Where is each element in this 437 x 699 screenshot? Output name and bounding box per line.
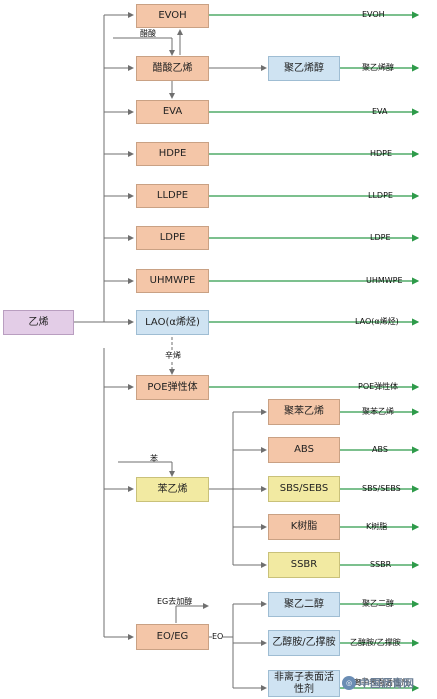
lldpe-node: LLDPE [136,184,209,208]
output-polystyrene: 聚苯乙烯 [362,407,394,416]
watermark-logo-icon: ◎ [342,676,356,690]
vinyl-acetate-node: 醋酸乙烯 [136,56,209,81]
output-lldpe: LLDPE [368,191,393,200]
surfactant-node: 非离子表面活性剂 [268,670,340,697]
eva-node: EVA [136,100,209,124]
hdpe-node: HDPE [136,142,209,166]
octene-label: 辛烯 [165,351,181,361]
output-uhmwpe: UHMWPE [366,276,403,285]
output-sbs: SBS/SEBS [362,484,401,493]
ldpe-node: LDPE [136,226,209,250]
poe-node: POE弹性体 [136,375,209,400]
styrene-node: 苯乙烯 [136,477,209,502]
output-ldpe: LDPE [370,233,391,242]
evoh-node: EVOH [136,4,209,28]
benzene-label: 苯 [150,454,158,463]
output-k-resin: K树脂 [366,522,388,531]
output-eva: EVA [372,107,388,116]
output-poe: POE弹性体 [358,382,399,391]
abs-node: ABS [268,437,340,463]
output-abs: ABS [372,445,388,454]
polystyrene-node: 聚苯乙烯 [268,399,340,425]
output-pva: 聚乙烯醇 [362,63,394,72]
eo-label: EO [212,632,224,642]
eg-dispatch-label: EG去加醇 [157,597,193,606]
acetic-acid-label: 醋酸 [140,29,156,38]
pva-node: 聚乙烯醇 [268,56,340,81]
output-evoh: EVOH [362,10,385,19]
output-peg: 聚乙二醇 [362,599,394,608]
output-ssbr: SSBR [370,560,392,569]
uhmwpe-node: UHMWPE [136,269,209,293]
sbs-node: SBS/SEBS [268,476,340,502]
peg-node: 聚乙二醇 [268,592,340,617]
ethylene-node: 乙烯 [3,310,74,335]
k-resin-node: K树脂 [268,514,340,540]
watermark-text: 中国沥青网 [359,677,414,690]
lao-node: LAO(α烯烃) [136,310,209,335]
ssbr-node: SSBR [268,552,340,578]
output-lao: LAO(α烯烃) [355,317,399,326]
ethanolamine-node: 乙醇胺/乙撑胺 [268,630,340,656]
output-surfactant: 非离子表面活性剂 [345,678,409,687]
watermark: ◎ 中国沥青网 [342,675,414,691]
output-ethanolamine: 乙醇胺/乙撑胺 [350,638,401,647]
eo-eg-node: EO/EG [136,624,209,650]
output-hdpe: HDPE [370,149,393,158]
